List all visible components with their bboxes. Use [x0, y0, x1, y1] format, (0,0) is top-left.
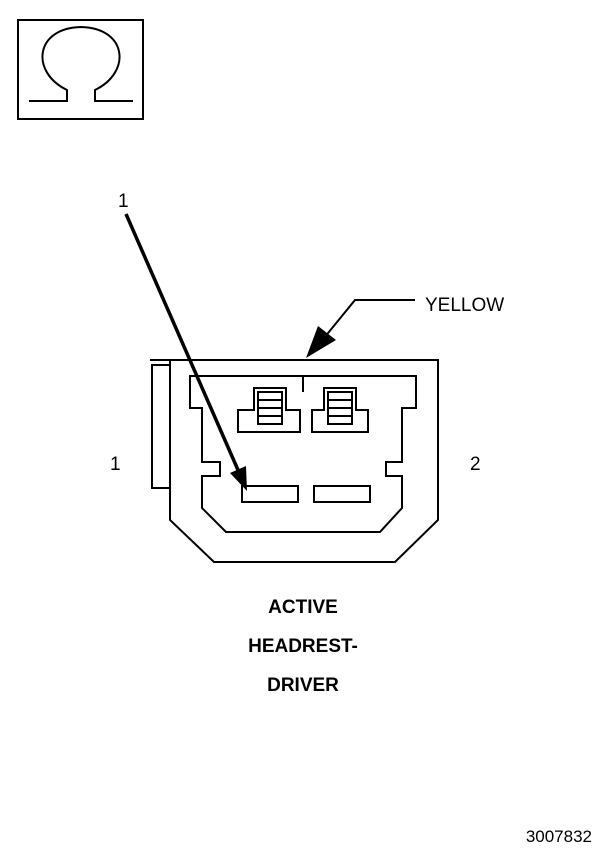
- terminal-slot-1: [241, 485, 299, 503]
- ohm-symbol-frame: [17, 19, 144, 120]
- connector-lock-tab: [151, 364, 170, 489]
- wire-color-label: YELLOW: [425, 295, 504, 316]
- pin-tower-right-ribs: [327, 391, 353, 425]
- connector-title-line-2: HEADREST-: [248, 636, 358, 657]
- figure-number: 3007832: [526, 827, 592, 846]
- connector-title-line-3: DRIVER: [267, 675, 339, 696]
- connector-title-line-1: ACTIVE: [268, 597, 338, 618]
- pin-tower-left: [237, 387, 301, 433]
- pin-tower-right: [311, 387, 369, 433]
- connector-inner-cavity: [189, 375, 417, 533]
- callout-number-1: 1: [118, 191, 129, 212]
- pin-number-left: 1: [110, 454, 121, 475]
- pin-tower-left-ribs: [257, 391, 283, 425]
- yellow-leader-arrow: [306, 299, 415, 358]
- connector-outer-housing: [150, 359, 439, 563]
- ohm-symbol-box: [17, 19, 144, 120]
- leader-arrow-1: [124, 213, 247, 491]
- pin-number-right: 2: [470, 454, 481, 475]
- ohm-icon: [29, 25, 133, 102]
- terminal-slot-2: [313, 485, 371, 503]
- connector-face: [150, 359, 439, 563]
